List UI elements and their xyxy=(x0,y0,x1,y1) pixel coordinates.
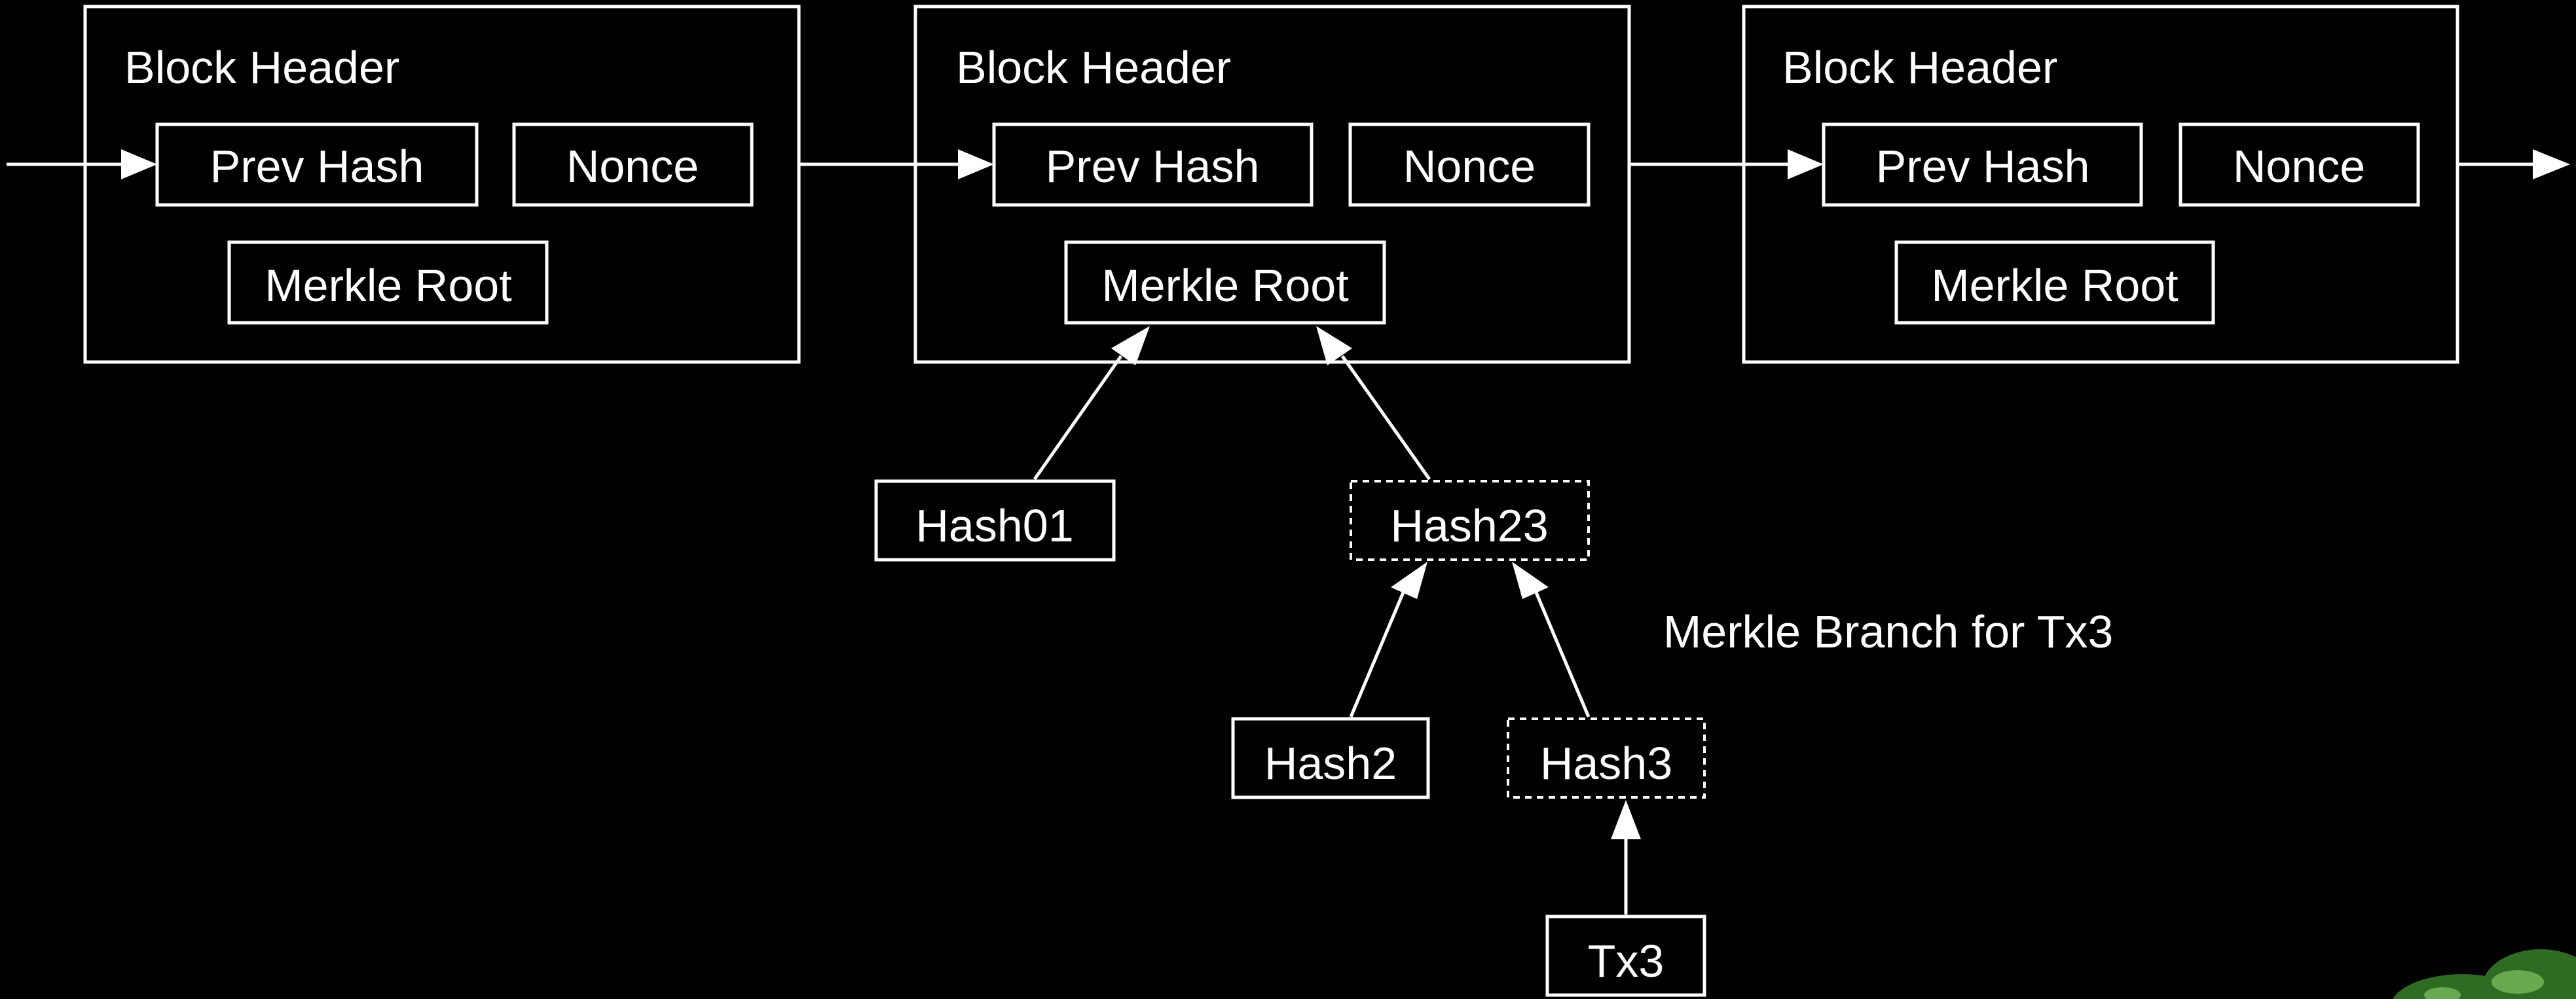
arrow-tx3-to-hash3-head xyxy=(1611,800,1641,839)
block-2: Block Header Prev Hash Nonce Merkle Root xyxy=(913,5,1631,364)
hash2-node: Hash2 xyxy=(1231,717,1430,799)
arrow-hash2-to-hash23-head xyxy=(1391,562,1427,599)
arrow-hash01-to-merkle-root-head xyxy=(1111,326,1150,365)
block-3-prev-hash-field: Prev Hash xyxy=(1822,122,2143,207)
block-3-merkle-root-label: Merkle Root xyxy=(1931,260,2178,311)
chain-arrow-incoming xyxy=(7,149,157,179)
block-2-prev-hash-label: Prev Hash xyxy=(1046,141,1260,192)
block-2-merkle-root-label: Merkle Root xyxy=(1101,260,1348,311)
arrow-hash23-to-merkle-root xyxy=(1316,326,1431,481)
chain-arrow-block2-to-block3 xyxy=(1629,149,1824,179)
arrow-hash3-to-hash23 xyxy=(1512,562,1591,717)
chain-arrow-outgoing-head xyxy=(2533,149,2570,179)
block-3: Block Header Prev Hash Nonce Merkle Root xyxy=(1742,5,2459,364)
block-3-frame xyxy=(1742,5,2459,364)
chain-arrow-block1-to-block2 xyxy=(799,149,994,179)
block-1: Block Header Prev Hash Nonce Merkle Root xyxy=(83,5,801,364)
block-2-header-label: Block Header xyxy=(956,42,1231,93)
arrow-hash2-to-hash23 xyxy=(1349,562,1427,717)
block-3-merkle-root-field: Merkle Root xyxy=(1894,240,2215,325)
arrow-tx3-to-hash3 xyxy=(1611,800,1641,915)
block-2-nonce-label: Nonce xyxy=(1403,141,1536,192)
block-1-prev-hash-label: Prev Hash xyxy=(210,141,424,192)
block-1-merkle-root-field: Merkle Root xyxy=(227,240,549,325)
tree-foliage-icon xyxy=(2393,949,2576,999)
block-1-prev-hash-field: Prev Hash xyxy=(155,122,479,207)
block-1-nonce-field: Nonce xyxy=(512,122,754,207)
tx3-node: Tx3 xyxy=(1545,915,1706,997)
block-2-prev-hash-field: Prev Hash xyxy=(992,122,1314,207)
hash3-node: Hash3 xyxy=(1507,717,1706,799)
hash3-label: Hash3 xyxy=(1540,738,1672,789)
block-3-nonce-field: Nonce xyxy=(2179,122,2420,207)
hash01-label: Hash01 xyxy=(915,500,1073,551)
arrow-hash3-to-hash23-head xyxy=(1512,562,1549,599)
chain-arrow-outgoing xyxy=(2457,149,2570,179)
hash23-label: Hash23 xyxy=(1390,500,1548,551)
arrow-hash23-to-merkle-root-head xyxy=(1316,326,1352,365)
block-2-nonce-field: Nonce xyxy=(1348,122,1591,207)
hash23-node: Hash23 xyxy=(1350,480,1590,561)
block-1-nonce-label: Nonce xyxy=(566,141,699,192)
block-1-frame xyxy=(83,5,801,364)
block-1-header-label: Block Header xyxy=(124,42,399,93)
hash01-node: Hash01 xyxy=(874,479,1116,562)
hash2-label: Hash2 xyxy=(1264,738,1397,789)
block-3-nonce-label: Nonce xyxy=(2233,141,2365,192)
chain-arrow-block1-to-block2-head xyxy=(958,149,994,179)
chain-arrow-incoming-head xyxy=(121,149,157,179)
block-3-header-label: Block Header xyxy=(1782,42,2057,93)
tx3-label: Tx3 xyxy=(1588,935,1665,987)
arrow-hash01-to-merkle-root xyxy=(1033,326,1150,481)
block-2-frame xyxy=(913,5,1631,364)
block-2-merkle-root-field: Merkle Root xyxy=(1064,240,1386,325)
chain-arrow-block2-to-block3-head xyxy=(1788,149,1824,179)
block-3-prev-hash-label: Prev Hash xyxy=(1876,141,2090,192)
block-1-merkle-root-label: Merkle Root xyxy=(265,260,511,311)
merkle-branch-caption: Merkle Branch for Tx3 xyxy=(1663,606,2113,657)
